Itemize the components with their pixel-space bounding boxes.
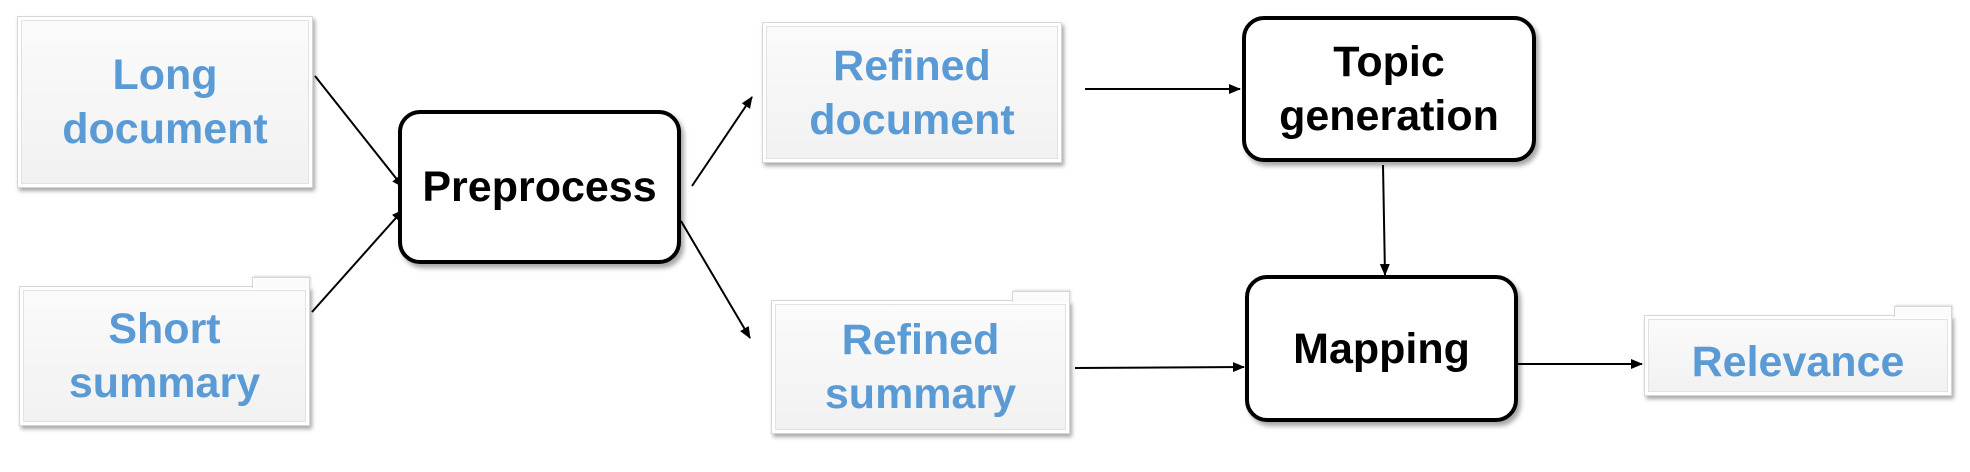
long-document-label: Long document [62, 51, 268, 153]
topic-generation-label: Topic generation [1279, 38, 1499, 140]
preprocess-box: Preprocess [398, 110, 681, 264]
preprocess-label: Preprocess [422, 163, 657, 211]
folder-tab [1012, 291, 1070, 302]
mapping-label: Mapping [1293, 324, 1470, 373]
mapping-box: Mapping [1245, 275, 1518, 422]
edge-topic-generation-to-mapping [1379, 164, 1390, 276]
short-summary-label: Short summary [68, 305, 261, 407]
edge-preprocess-to-refined-summary [680, 220, 751, 339]
edge-short-summary-to-preprocess [311, 209, 404, 313]
edge-preprocess-to-refined-document [691, 96, 753, 187]
edge-refined-summary-to-mapping [1074, 362, 1245, 373]
short-summary-box: Short summary [19, 277, 310, 426]
edge-long-document-to-preprocess [314, 75, 404, 188]
folder-tab [1894, 306, 1952, 317]
relevance-box: Relevance [1644, 306, 1952, 396]
refined-summary-label: Refined summary [824, 316, 1017, 418]
refined-document-box: Refined document [762, 22, 1062, 163]
long-document-box: Long document [17, 16, 313, 188]
topic-generation-box: Topic generation [1242, 16, 1536, 162]
refined-summary-box: Refined summary [771, 291, 1070, 434]
relevance-label: Relevance [1691, 337, 1905, 386]
folder-tab [252, 277, 310, 288]
refined-document-label: Refined document [809, 41, 1015, 144]
